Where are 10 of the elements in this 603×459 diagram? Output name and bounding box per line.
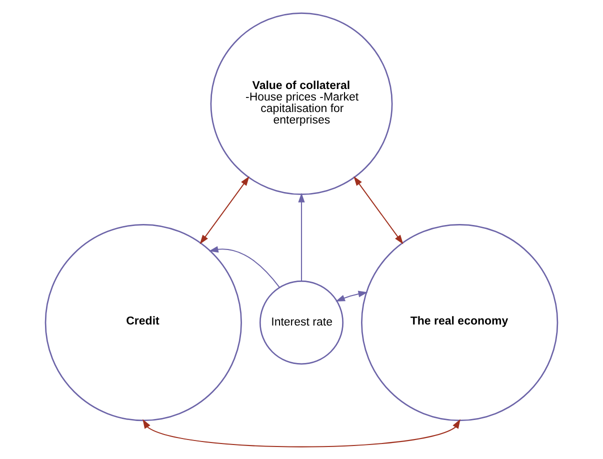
node-circle: Credit: [44, 224, 242, 421]
node-circle: The real economy: [361, 224, 558, 421]
arrow: [200, 176, 250, 244]
arrow: [298, 192, 305, 280]
node-circle: Interest rate: [259, 280, 344, 364]
arrow: [336, 290, 368, 302]
arrow: [354, 176, 404, 244]
arrow: [142, 418, 460, 447]
node-circle: Value of collateral -House prices -Market capitalisation for enterprises: [210, 12, 393, 194]
arrow: [208, 246, 280, 288]
